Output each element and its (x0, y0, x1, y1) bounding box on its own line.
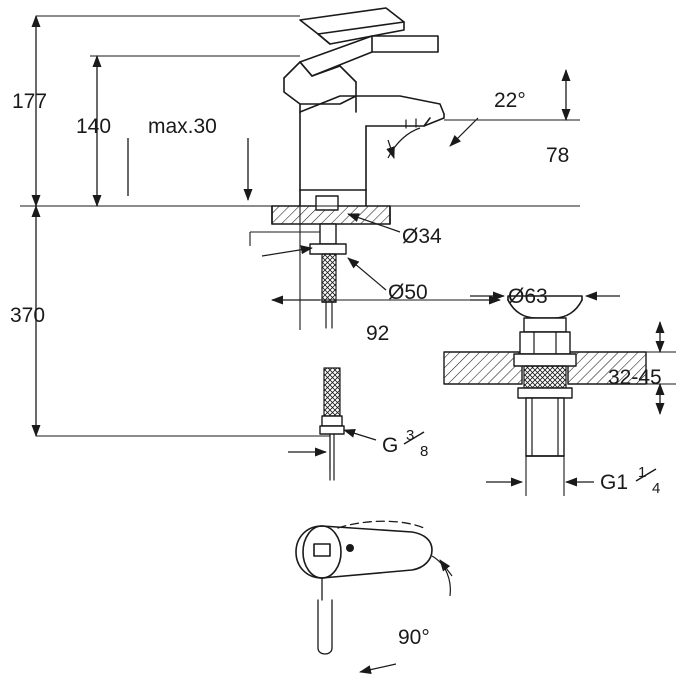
label-177: 177 (12, 90, 47, 113)
label-g38-denominator: 8 (420, 443, 428, 460)
label-g114: G1 1 4 (600, 464, 660, 497)
dimension-labels: 177 140 max.30 370 22° 78 Ø34 Ø50 92 Ø63… (10, 89, 662, 649)
pop-up-waste (443, 295, 647, 457)
label-max30: max.30 (148, 115, 217, 138)
handle-top-view (295, 520, 433, 655)
label-dia-63: Ø63 (508, 285, 548, 308)
label-78: 78 (546, 144, 569, 167)
label-dia-50: Ø50 (388, 281, 428, 304)
label-140: 140 (76, 115, 111, 138)
flexible-hose (319, 367, 345, 481)
label-32-45: 32-45 (608, 366, 662, 389)
label-g38-numerator: 3 (406, 427, 414, 444)
label-g114-prefix: G1 (600, 471, 628, 494)
label-g114-denominator: 4 (652, 480, 660, 497)
label-dia-34: Ø34 (402, 225, 442, 248)
label-370: 370 (10, 304, 45, 327)
handle-open-outline (299, 7, 405, 45)
label-g38-prefix: G (382, 434, 398, 457)
label-g114-numerator: 1 (638, 464, 646, 481)
faucet-body (283, 35, 445, 191)
drawing-geometry (271, 7, 647, 655)
label-92: 92 (366, 322, 389, 345)
label-22-deg: 22° (494, 89, 526, 112)
dimension-lines (20, 15, 676, 675)
basin-deck-section (271, 189, 391, 329)
label-g38: G 3 8 (382, 427, 428, 460)
label-90-deg: 90° (398, 626, 430, 649)
